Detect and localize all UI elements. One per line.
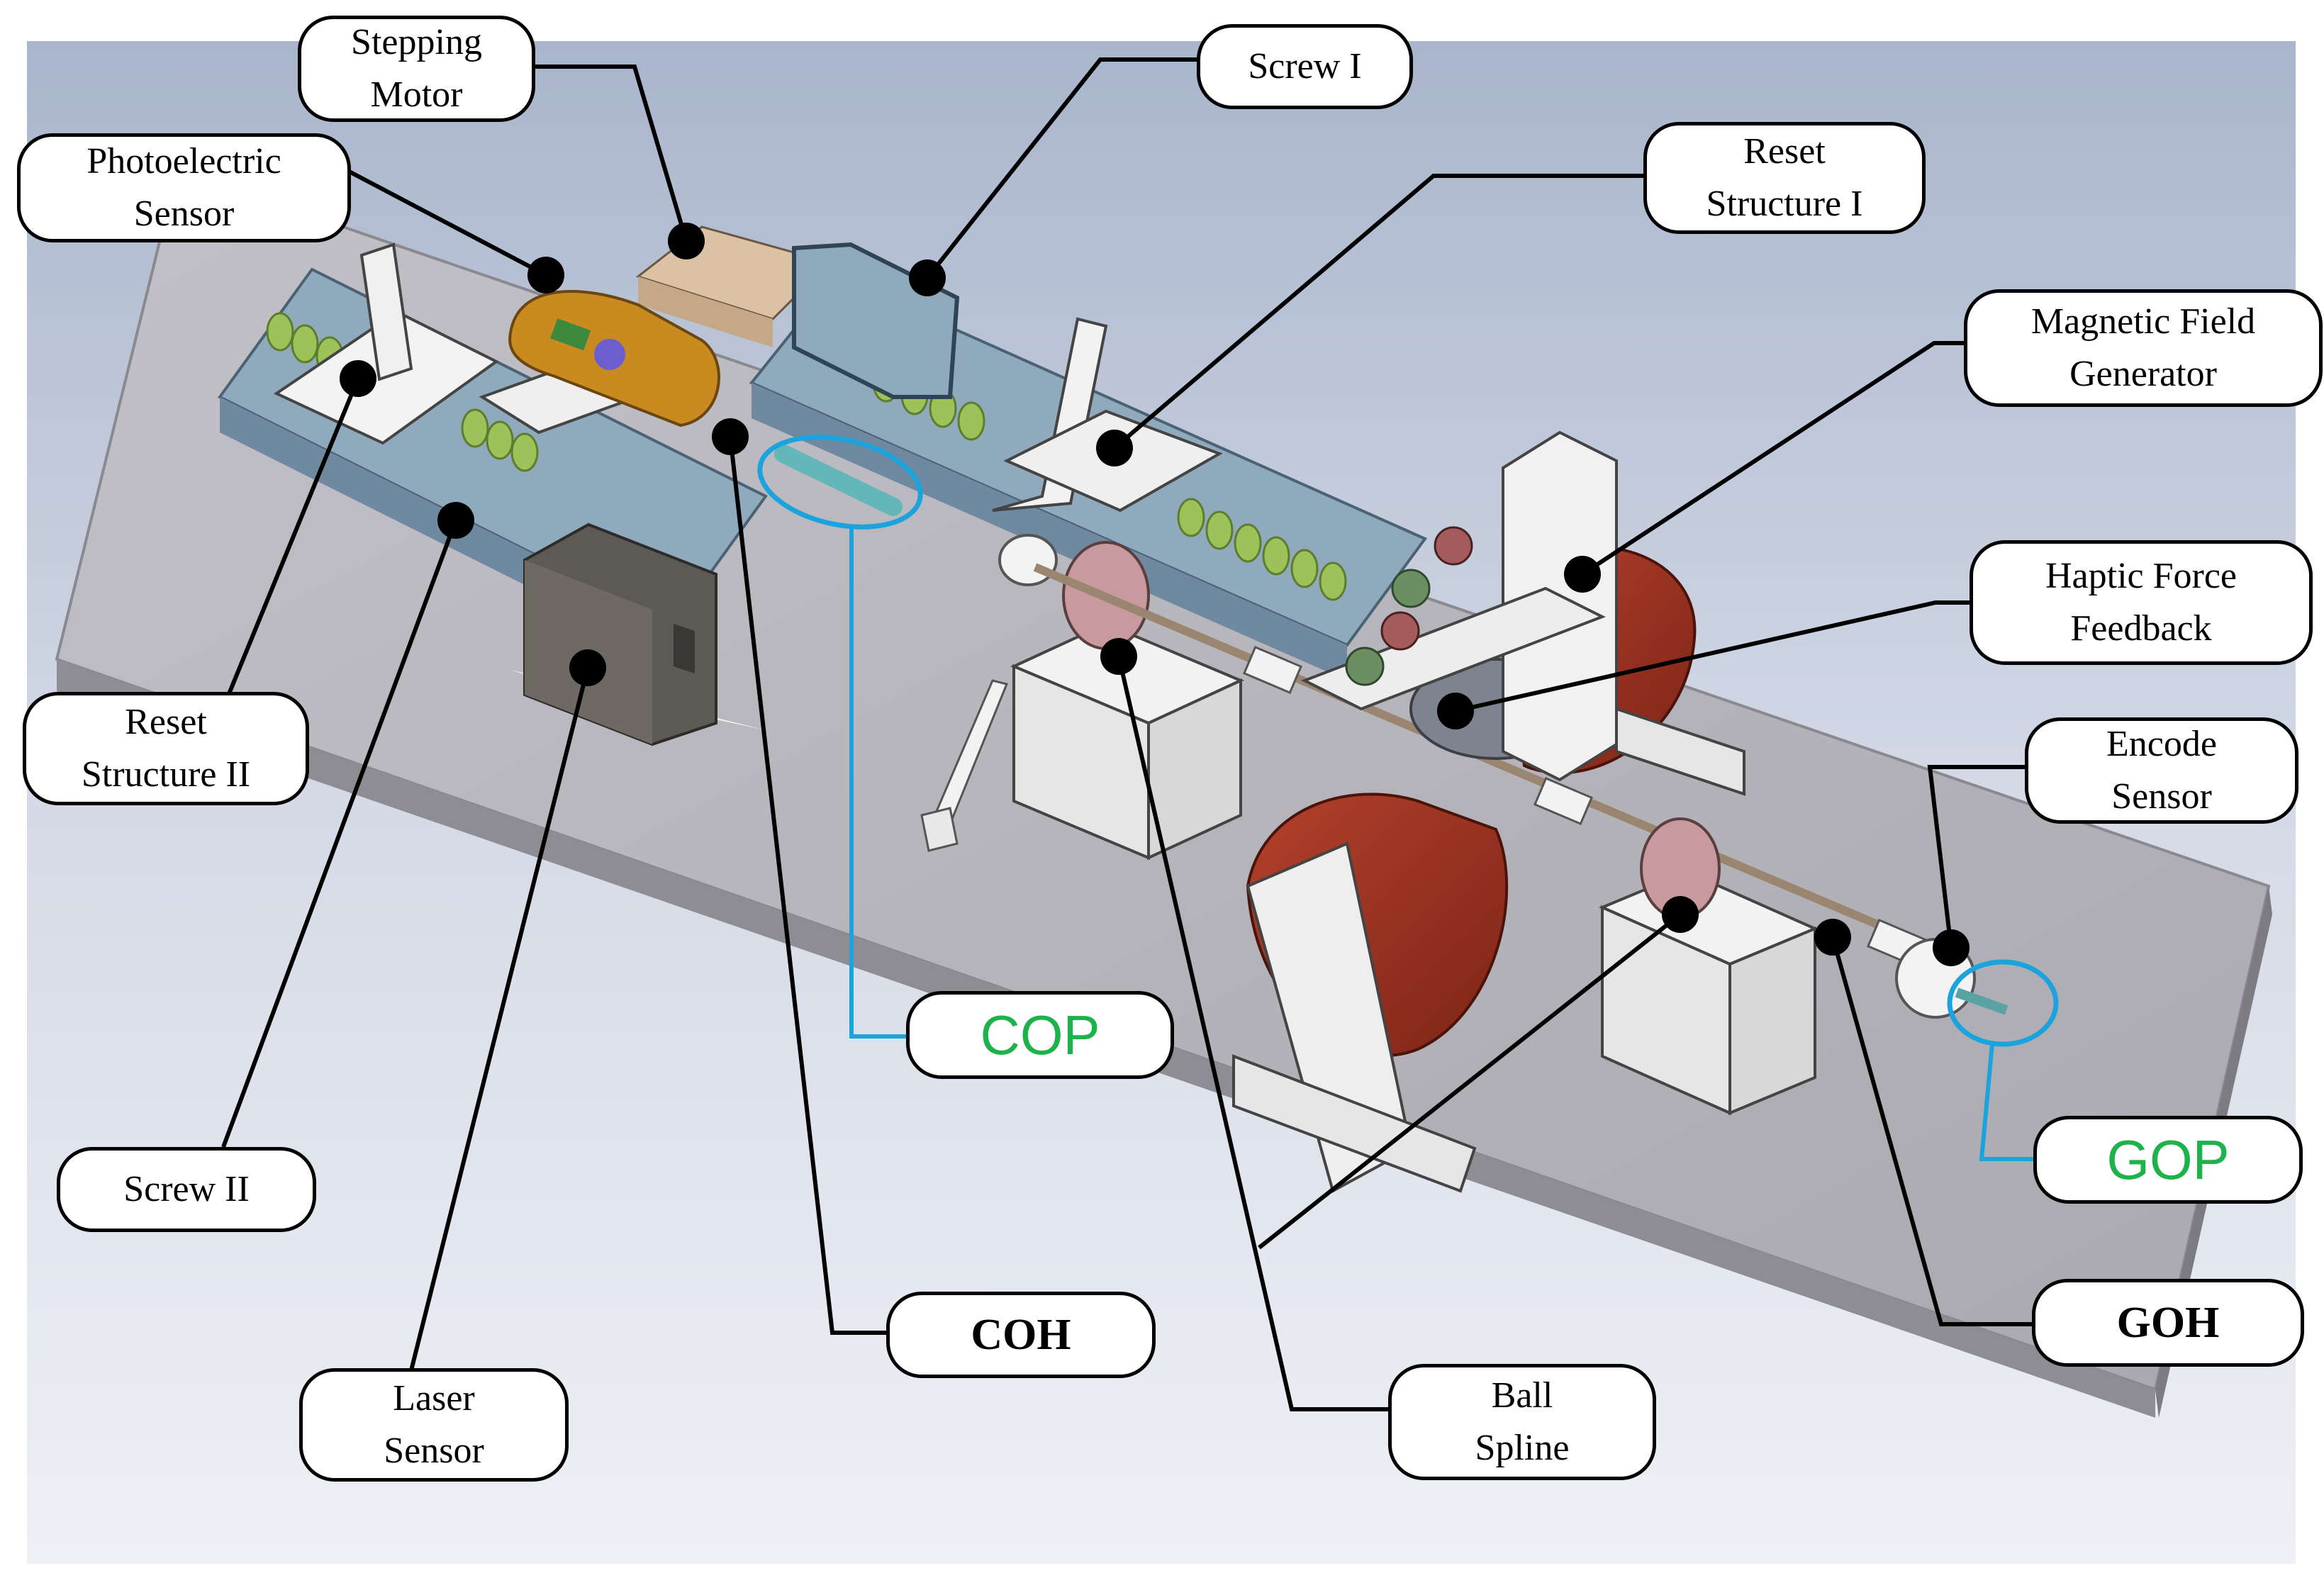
label-line: Encode [2106, 724, 2217, 764]
dot-haptic-force [1437, 693, 1474, 729]
label-line: Spline [1475, 1428, 1570, 1468]
label-line: Structure II [81, 754, 251, 795]
lever [920, 679, 1009, 852]
central-rail [749, 242, 1428, 681]
callout-gop: GOP [2033, 1116, 2303, 1204]
main-shaft [1033, 563, 1973, 968]
dot-stepping-motor [668, 223, 705, 259]
label-line: GOH [2116, 1299, 2220, 1347]
callout-magnetic-field-generator: Magnetic Field Generator [1964, 289, 2323, 407]
callout-screw-2: Screw II [57, 1147, 316, 1232]
leader-photoelectric-sensor [342, 167, 547, 277]
label-line: Haptic Force [2045, 556, 2237, 596]
dot-coh [712, 418, 749, 455]
label-line: Motor [370, 74, 463, 115]
dot-laser-sensor [569, 649, 606, 686]
cop-rod [774, 444, 903, 516]
label-line: Reset [1743, 131, 1826, 172]
leader-ball-spline-2 [1258, 912, 1682, 1250]
label-line: Structure I [1706, 184, 1863, 224]
label-line: Ball [1491, 1375, 1553, 1416]
leader-screw-1 [925, 57, 1197, 279]
label-line: Screw I [1248, 46, 1362, 86]
right-ball-spline-support [1598, 817, 2009, 1116]
label-line: COH [971, 1311, 1071, 1359]
callout-dots [340, 223, 1970, 966]
label-line: Photoelectric [86, 141, 281, 181]
label-line: Sensor [2111, 776, 2212, 817]
photoelectric-sensor-body [508, 290, 720, 427]
leader-cop [849, 525, 907, 1039]
callout-ball-spline: Ball Spline [1388, 1364, 1656, 1480]
leader-lines [221, 57, 2033, 1411]
dot-ball-spline-1 [1100, 638, 1137, 675]
central-frame [1232, 430, 1745, 1193]
label-line: GOP [2106, 1129, 2230, 1191]
callout-reset-structure-1: Reset Structure I [1643, 122, 1926, 234]
dot-photoelectric-sensor [527, 257, 564, 293]
cop-highlight-ellipse [757, 435, 923, 530]
callout-reset-structure-2: Reset Structure II [23, 692, 309, 805]
dot-magnetic-field [1564, 556, 1601, 593]
leader-haptic-force [1455, 600, 1971, 713]
label-line: Laser [393, 1378, 475, 1418]
leader-reset-structure-2 [225, 377, 360, 700]
leader-screw-2 [221, 519, 458, 1148]
label-line: Generator [2069, 354, 2217, 394]
dot-reset-structure-1 [1096, 430, 1133, 466]
callout-cop: COP [906, 991, 1174, 1079]
dot-reset-structure-2 [340, 360, 376, 397]
leader-gop [1979, 1043, 2035, 1161]
label-line: Magnetic Field [2030, 301, 2256, 342]
label-line: Feedback [2070, 608, 2212, 649]
leader-coh [728, 436, 888, 1335]
label-line: Sensor [384, 1431, 484, 1471]
dot-ball-spline-2 [1662, 896, 1699, 933]
highlight-leader-lines [849, 525, 2035, 1161]
leader-laser-sensor [407, 667, 590, 1380]
gop-highlight-ellipse [1947, 959, 2059, 1047]
label-line: Stepping [351, 22, 482, 62]
callout-goh: GOH [2032, 1279, 2304, 1367]
leader-magnetic-field [1581, 341, 1965, 576]
callout-screw-1: Screw I [1197, 24, 1413, 109]
callout-stepping-motor: Stepping Motor [298, 16, 535, 122]
label-line: COP [980, 1004, 1100, 1066]
left-ball-spline-support [998, 534, 1244, 861]
callout-laser-sensor: Laser Sensor [299, 1368, 569, 1482]
callout-coh: COH [886, 1292, 1156, 1378]
leader-goh [1831, 936, 2033, 1326]
label-line: Screw II [123, 1169, 250, 1209]
callout-encode-sensor: Encode Sensor [2025, 717, 2298, 824]
leader-reset-structure-1 [1113, 174, 1645, 450]
leader-encode-sensor [1927, 765, 2025, 949]
label-line: Reset [125, 702, 207, 742]
dot-goh [1814, 919, 1851, 956]
callout-haptic-force-feedback: Haptic Force Feedback [1970, 540, 2313, 665]
dot-screw-2 [437, 502, 474, 539]
leader-stepping-motor [535, 65, 688, 242]
leader-ball-spline [1117, 656, 1390, 1411]
label-line: Sensor [133, 194, 235, 234]
dot-screw-1 [909, 259, 946, 296]
callout-photoelectric-sensor: Photoelectric Sensor [17, 133, 351, 242]
dot-encode-sensor [1933, 929, 1970, 966]
